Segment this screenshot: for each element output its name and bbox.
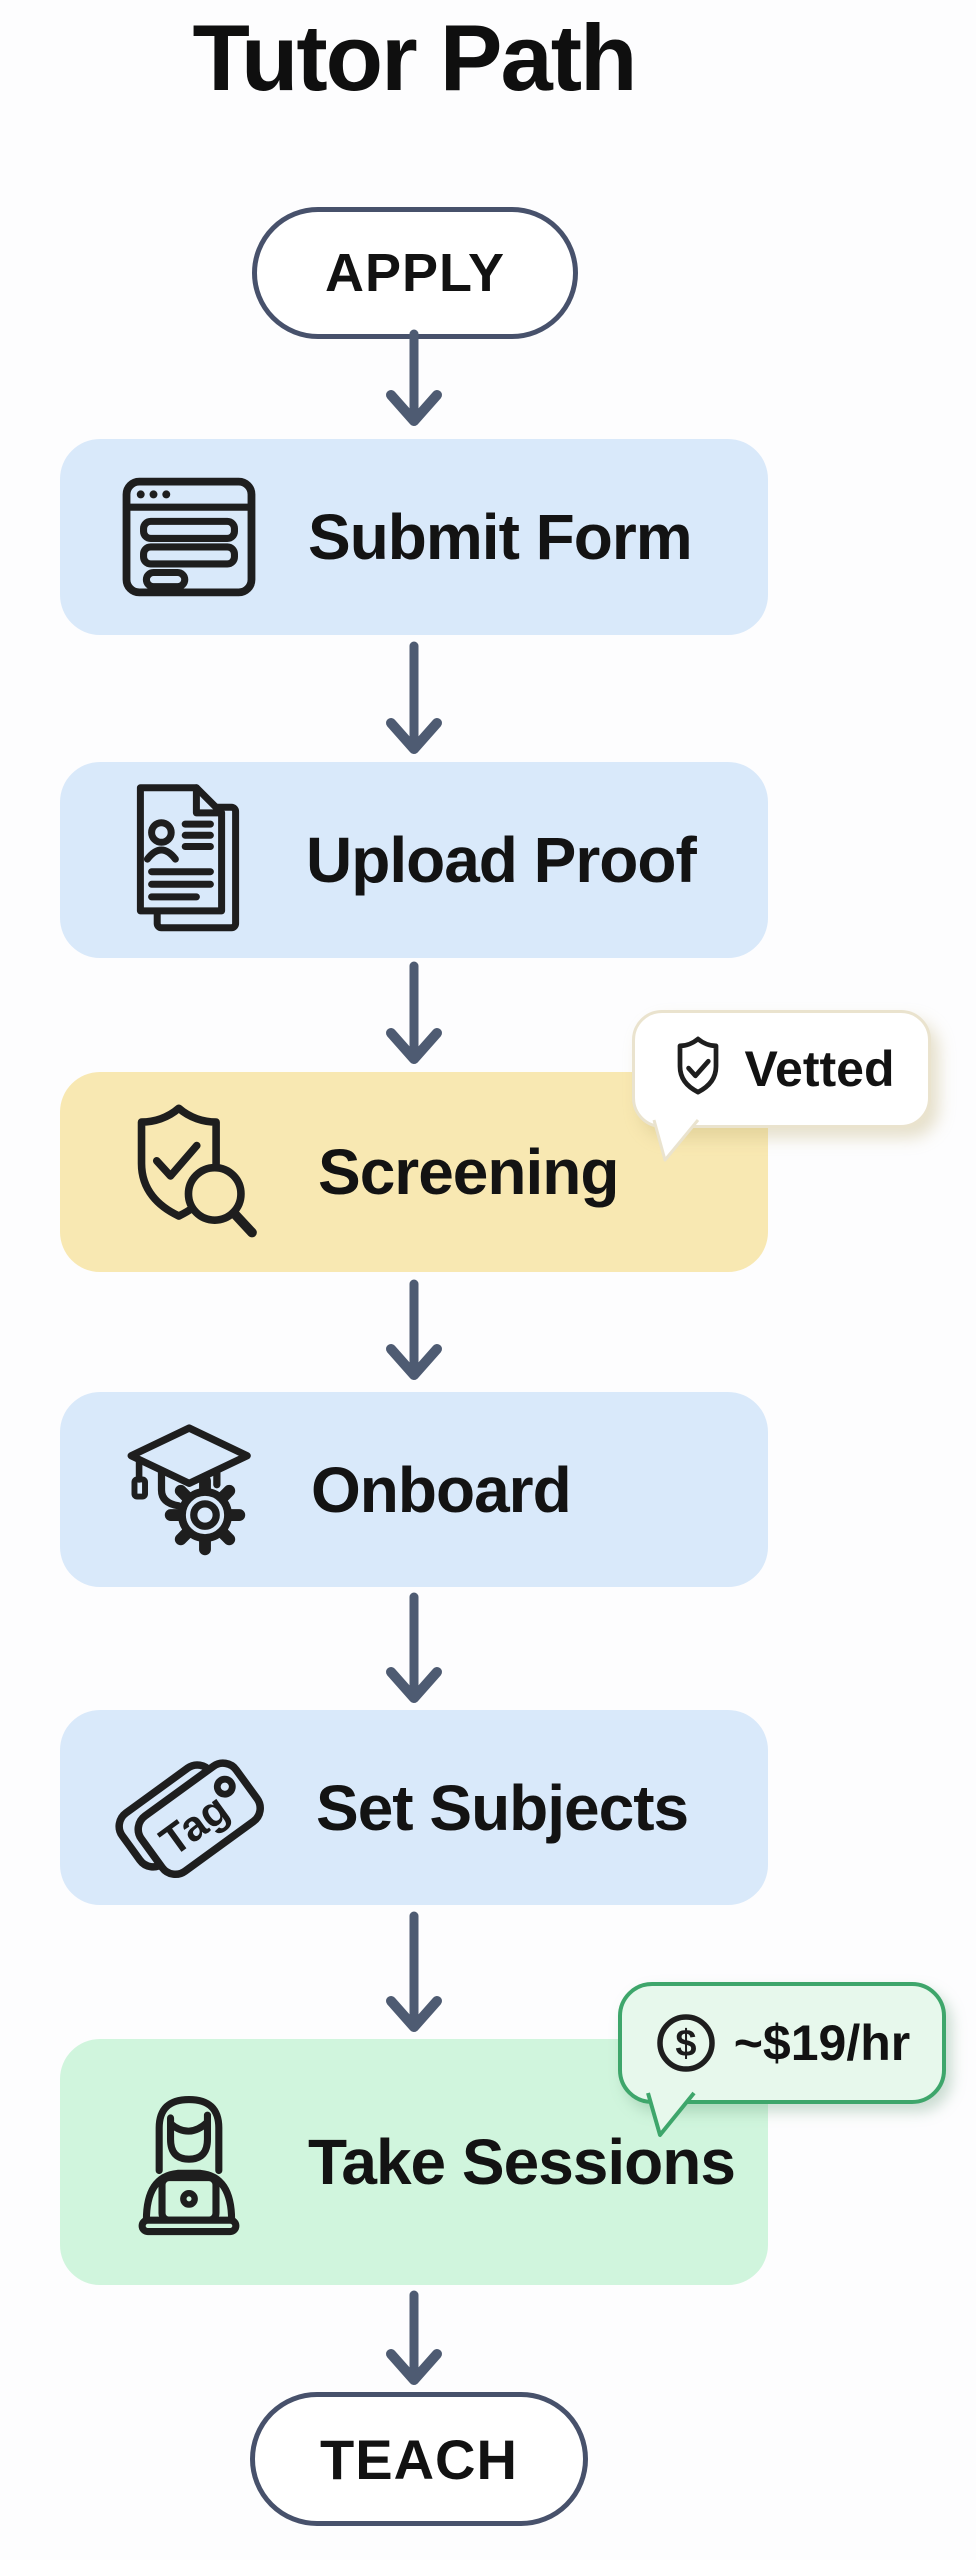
documents-person-icon — [118, 782, 258, 939]
shield-check-icon — [668, 1034, 728, 1104]
badge-label: Vetted — [744, 1041, 895, 1097]
badge-label: ~$19/hr — [733, 2015, 911, 2071]
step-label: Take Sessions — [308, 2126, 736, 2198]
step-submit-form: Submit Form — [60, 439, 768, 635]
step-upload-proof: Upload Proof — [60, 762, 768, 958]
flow-arrow — [386, 2290, 442, 2385]
vetted-callout-badge: Vetted — [632, 1010, 931, 1128]
step-label: Submit Form — [308, 501, 693, 573]
dollar-symbol: $ — [675, 2023, 696, 2065]
flow-arrow — [386, 1279, 442, 1380]
step-label: Screening — [318, 1136, 619, 1208]
form-window-icon — [118, 473, 260, 601]
dollar-circle-icon: $ — [654, 2011, 718, 2075]
flow-end-label: TEACH — [320, 2427, 518, 2491]
flow-arrow — [386, 641, 442, 754]
flow-arrow — [386, 961, 442, 1064]
shield-check-magnifier-icon — [118, 1100, 270, 1245]
step-onboard: Onboard — [60, 1392, 768, 1587]
step-label: Onboard — [311, 1453, 572, 1526]
step-label: Set Subjects — [316, 1771, 689, 1844]
step-label: Upload Proof — [306, 824, 697, 896]
page-title: Tutor Path — [192, 5, 638, 110]
rate-callout-badge: $ ~$19/hr — [618, 1982, 946, 2104]
step-set-subjects: Tag Set Subjects — [60, 1710, 768, 1905]
vetted-badge-tail — [652, 1119, 700, 1162]
person-laptop-icon — [118, 2088, 260, 2236]
flow-start-label: APPLY — [324, 243, 506, 303]
graduation-cap-gear-icon — [118, 1420, 263, 1560]
flow-arrow — [386, 329, 442, 426]
flow-arrow — [386, 1911, 442, 2032]
price-tags-icon: Tag — [115, 1733, 268, 1883]
flow-arrow — [386, 1592, 442, 1703]
rate-badge-tail — [646, 2091, 696, 2137]
flow-start-node: APPLY — [252, 207, 578, 339]
flow-end-node: TEACH — [250, 2392, 588, 2526]
